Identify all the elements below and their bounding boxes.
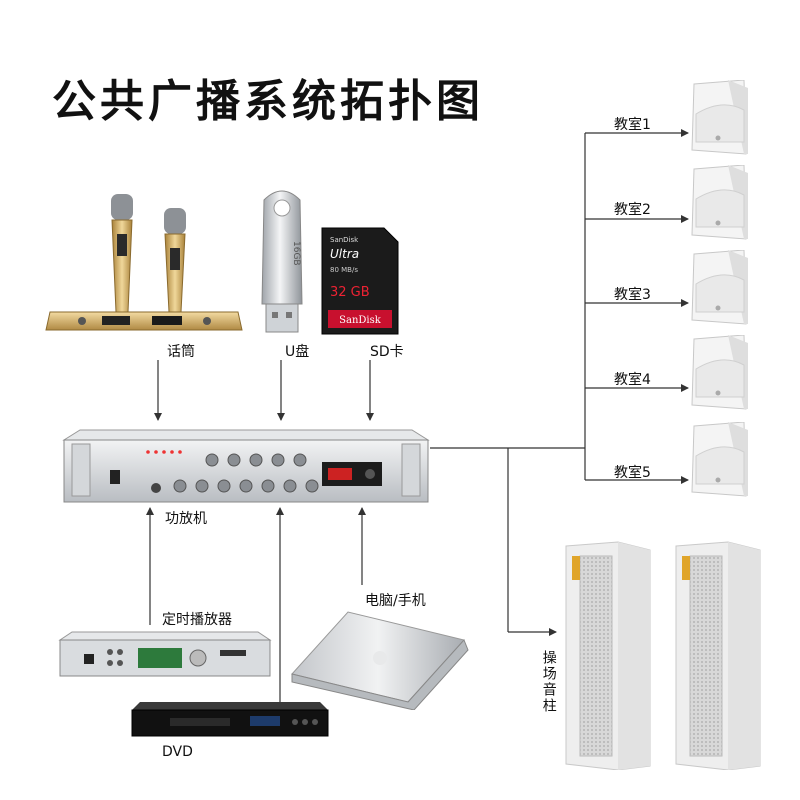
usb-drive-icon: 16GB xyxy=(261,190,303,333)
room-label-5: 教室5 xyxy=(614,465,651,481)
amplifier-icon xyxy=(62,429,430,503)
usb-label: U盘 xyxy=(285,344,310,360)
room-label-3: 教室3 xyxy=(614,287,651,303)
sd-brand-small: SanDisk xyxy=(330,236,359,244)
speaker-icon xyxy=(691,335,748,410)
dvd-player-icon xyxy=(131,702,329,737)
amplifier-label: 功放机 xyxy=(165,511,207,527)
sd-speed-text: 80 MB/s xyxy=(330,266,358,274)
speaker-icon xyxy=(691,165,748,240)
usb-capacity-text: 16GB xyxy=(291,241,301,266)
laptop-icon xyxy=(291,611,469,710)
microphone-set-icon xyxy=(45,194,243,331)
room-label-4: 教室4 xyxy=(614,372,651,388)
diagram-title: 公共广播系统拓扑图 xyxy=(52,76,484,127)
sd-label: SD卡 xyxy=(370,344,404,360)
sd-brand-text: SanDisk xyxy=(339,315,382,326)
playground-label: 操场音柱 xyxy=(540,650,557,714)
speaker-icon xyxy=(691,422,748,497)
mic-label: 话筒 xyxy=(167,344,195,360)
sd-card-icon: SanDisk Ultra 80 MB/s 32 GB SanDisk xyxy=(321,227,399,335)
pc-label: 电脑/手机 xyxy=(365,593,426,609)
timer-player-icon xyxy=(58,631,272,677)
column-speaker-icon xyxy=(565,541,651,770)
sd-line-text: Ultra xyxy=(330,247,359,261)
speaker-icon xyxy=(691,80,748,155)
speaker-icon xyxy=(691,250,748,325)
room-label-1: 教室1 xyxy=(614,117,651,133)
timer-label: 定时播放器 xyxy=(162,612,232,628)
column-speaker-icon xyxy=(675,541,761,770)
sd-capacity-text: 32 GB xyxy=(330,285,370,300)
room-label-2: 教室2 xyxy=(614,202,651,218)
dvd-label: DVD xyxy=(162,744,193,760)
